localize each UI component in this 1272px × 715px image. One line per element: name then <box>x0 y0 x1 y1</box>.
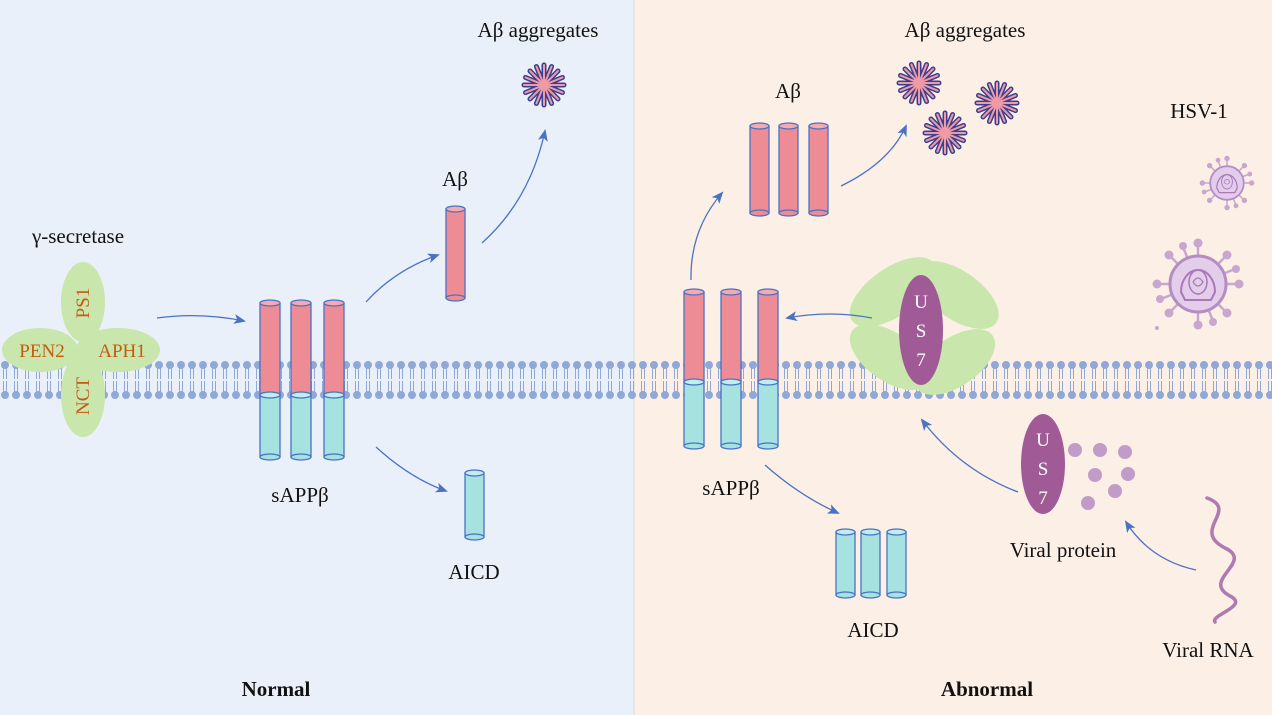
arrow-icon <box>156 314 246 324</box>
us7-letter-7: 7 <box>916 350 926 371</box>
viral-protein-dots <box>1068 443 1135 510</box>
viral-rna-label: Viral RNA <box>1162 638 1254 662</box>
abeta-aggregates-label-normal: Aβ aggregates <box>478 18 599 42</box>
us7-letter-u: U <box>914 292 928 313</box>
app-protein-abnormal <box>683 288 779 450</box>
amyloid-aggregate-icon <box>899 63 939 103</box>
app-protein-normal <box>259 299 345 461</box>
amyloid-aggregate-icon <box>524 65 564 105</box>
gamma-secretase-label: γ-secretase <box>31 224 124 248</box>
hsv1-virus-icon <box>1151 237 1245 331</box>
arrow-icon <box>375 446 448 493</box>
cell-membrane <box>0 350 1272 410</box>
virus-particle-dot <box>1155 326 1159 330</box>
ps1-subunit-label: PS1 <box>73 288 94 319</box>
amyloid-aggregate-icon <box>925 113 965 153</box>
pen2-subunit-label: PEN2 <box>19 341 64 362</box>
nct-subunit-label: NCT <box>73 377 94 415</box>
us7-free-letter-7: 7 <box>1038 488 1048 509</box>
sappb-label-abnormal: sAPPβ <box>702 476 759 500</box>
amyloid-aggregate-icon <box>977 83 1017 123</box>
normal-panel-title: Normal <box>242 677 311 701</box>
abeta-label-normal: Aβ <box>442 167 468 191</box>
hsv1-label: HSV-1 <box>1170 99 1228 123</box>
viral-rna-icon <box>1205 496 1238 624</box>
abeta-fragments-abnormal <box>749 122 829 217</box>
us7-secretase-complex: U S 7 <box>849 257 999 395</box>
aicd-label-abnormal: AICD <box>847 618 898 642</box>
aicd-fragments-abnormal <box>835 528 907 599</box>
arrow-icon <box>764 464 840 514</box>
arrow-icon <box>785 311 873 322</box>
viral-protein-label: Viral protein <box>1010 538 1117 562</box>
us7-viral-protein: U S 7 <box>1021 414 1065 514</box>
arrow-icon <box>920 418 1019 493</box>
us7-letter-s: S <box>916 321 927 342</box>
sappb-label-normal: sAPPβ <box>271 483 328 507</box>
aicd-fragment-normal <box>464 469 485 541</box>
arrow-icon <box>481 129 548 244</box>
aph1-subunit-label: APH1 <box>98 341 146 362</box>
us7-free-letter-u: U <box>1036 430 1050 451</box>
abnormal-panel-title: Abnormal <box>941 677 1033 701</box>
gamma-secretase-complex: PS1 PEN2 APH1 NCT <box>2 262 160 437</box>
arrow-icon <box>1124 520 1197 571</box>
aicd-label-normal: AICD <box>448 560 499 584</box>
us7-free-letter-s: S <box>1038 459 1049 480</box>
abeta-aggregates-label-abnormal: Aβ aggregates <box>905 18 1026 42</box>
arrow-icon <box>690 191 724 281</box>
arrow-icon <box>840 124 907 187</box>
hsv1-virus-icon <box>1198 154 1256 212</box>
abeta-label-abnormal: Aβ <box>775 79 801 103</box>
abeta-fragment-normal <box>445 205 466 302</box>
arrow-icon <box>365 253 440 303</box>
